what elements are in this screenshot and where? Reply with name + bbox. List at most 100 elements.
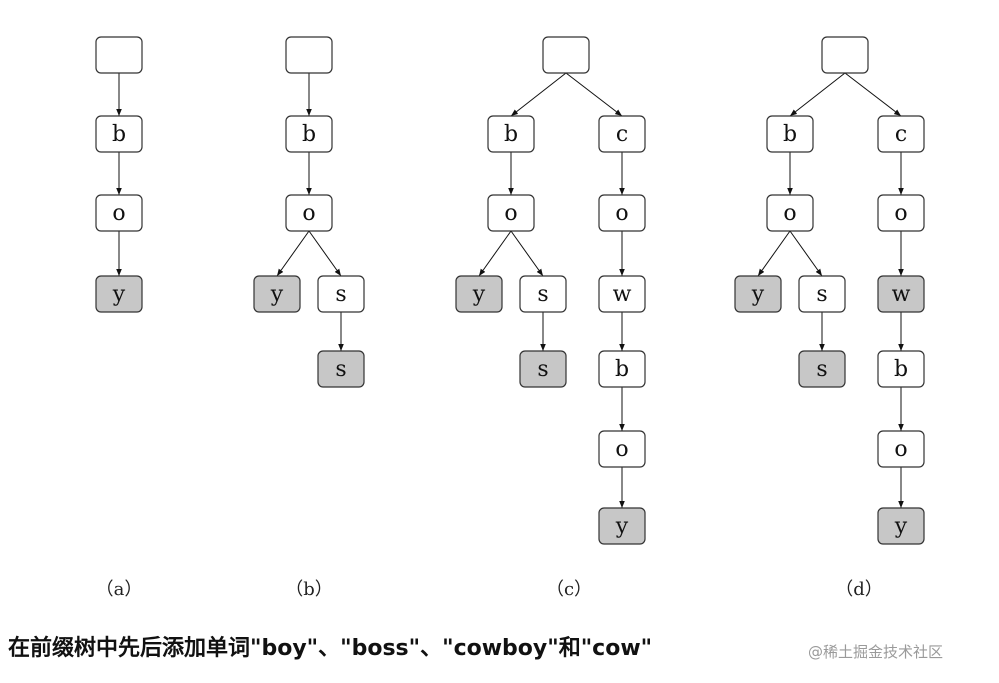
node-box <box>598 430 646 468</box>
node-char: y <box>751 282 765 307</box>
node-box <box>598 194 646 232</box>
trie-panel-b: b o y s s （b） <box>253 36 365 600</box>
node-box <box>821 36 869 74</box>
trie-panel-a: b o y （a） <box>95 36 143 600</box>
trie-node-root <box>95 36 143 74</box>
node-char: s <box>335 357 346 382</box>
node-char: o <box>504 201 517 226</box>
terminal-node-box <box>798 350 846 388</box>
node-char: b <box>504 122 518 147</box>
trie-node-b: b <box>95 115 143 153</box>
figure-caption: 在前缀树中先后添加单词"boy"、"boss"、"cowboy"和"cow" <box>8 636 653 661</box>
trie-node-root <box>285 36 333 74</box>
node-char: b <box>302 122 316 147</box>
edge-bo-to-bos <box>308 230 342 277</box>
node-box <box>487 194 535 232</box>
trie-node-b: b <box>285 115 333 153</box>
node-char: c <box>616 122 628 147</box>
trie-node-cowb: b <box>877 350 925 388</box>
node-char: o <box>615 201 628 226</box>
node-char: c <box>895 122 907 147</box>
node-char: b <box>112 122 126 147</box>
trie-node-cowboy: y <box>598 507 646 545</box>
node-char: o <box>894 437 907 462</box>
edge-root-to-c <box>565 72 623 117</box>
trie-node-cowboy: y <box>877 507 925 545</box>
trie-node-boss: s <box>317 350 365 388</box>
node-box <box>798 275 846 313</box>
node-box <box>95 194 143 232</box>
node-char: b <box>894 357 908 382</box>
edge-root-to-b <box>789 72 846 117</box>
panel-label: （b） <box>285 579 333 600</box>
trie-node-root <box>821 36 869 74</box>
node-char: s <box>537 282 548 307</box>
node-box <box>285 36 333 74</box>
trie-node-boy: y <box>95 275 143 313</box>
trie-node-bos: s <box>519 275 567 313</box>
trie-node-c: c <box>598 115 646 153</box>
trie-node-co: o <box>877 194 925 232</box>
node-char: w <box>892 282 911 307</box>
node-char: s <box>816 282 827 307</box>
node-char: s <box>816 357 827 382</box>
trie-node-bo: o <box>95 194 143 232</box>
node-box <box>877 430 925 468</box>
node-char: y <box>270 282 284 307</box>
edge-bo-to-boy <box>478 230 512 277</box>
node-char: y <box>615 514 629 539</box>
node-char: o <box>302 201 315 226</box>
trie-node-co: o <box>598 194 646 232</box>
trie-node-cowbo: o <box>877 430 925 468</box>
node-box <box>285 115 333 153</box>
trie-node-cowb: b <box>598 350 646 388</box>
terminal-node-box <box>95 275 143 313</box>
terminal-node-box <box>877 275 925 313</box>
edge-bo-to-boy <box>757 230 791 277</box>
trie-node-cowbo: o <box>598 430 646 468</box>
node-char: b <box>783 122 797 147</box>
node-char: o <box>615 437 628 462</box>
trie-node-bo: o <box>766 194 814 232</box>
node-box <box>877 194 925 232</box>
node-char: y <box>894 514 908 539</box>
trie-node-boss: s <box>519 350 567 388</box>
node-box <box>877 115 925 153</box>
node-char: o <box>783 201 796 226</box>
node-char: o <box>112 201 125 226</box>
edge-bo-to-boy <box>276 230 310 277</box>
trie-node-bo: o <box>487 194 535 232</box>
trie-node-b: b <box>487 115 535 153</box>
edge-bo-to-bos <box>510 230 544 277</box>
watermark: @稀土掘金技术社区 <box>808 643 944 661</box>
node-box <box>598 275 646 313</box>
node-box <box>542 36 590 74</box>
trie-node-boss: s <box>798 350 846 388</box>
trie-node-bo: o <box>285 194 333 232</box>
trie-node-bos: s <box>317 275 365 313</box>
panel-label: （d） <box>835 579 883 600</box>
node-box <box>95 36 143 74</box>
node-char: y <box>112 282 126 307</box>
terminal-node-box <box>519 350 567 388</box>
trie-node-boy: y <box>455 275 503 313</box>
terminal-node-box <box>877 507 925 545</box>
trie-node-cow: w <box>598 275 646 313</box>
node-box <box>285 194 333 232</box>
node-char: o <box>894 201 907 226</box>
panel-label: （a） <box>96 579 143 600</box>
node-box <box>95 115 143 153</box>
terminal-node-box <box>317 350 365 388</box>
node-box <box>766 194 814 232</box>
node-char: s <box>335 282 346 307</box>
trie-node-b: b <box>766 115 814 153</box>
terminal-node-box <box>598 507 646 545</box>
node-box <box>487 115 535 153</box>
terminal-node-box <box>734 275 782 313</box>
edge-root-to-c <box>844 72 902 117</box>
node-box <box>519 275 567 313</box>
terminal-node-box <box>253 275 301 313</box>
trie-node-boy: y <box>734 275 782 313</box>
trie-node-cow: w <box>877 275 925 313</box>
